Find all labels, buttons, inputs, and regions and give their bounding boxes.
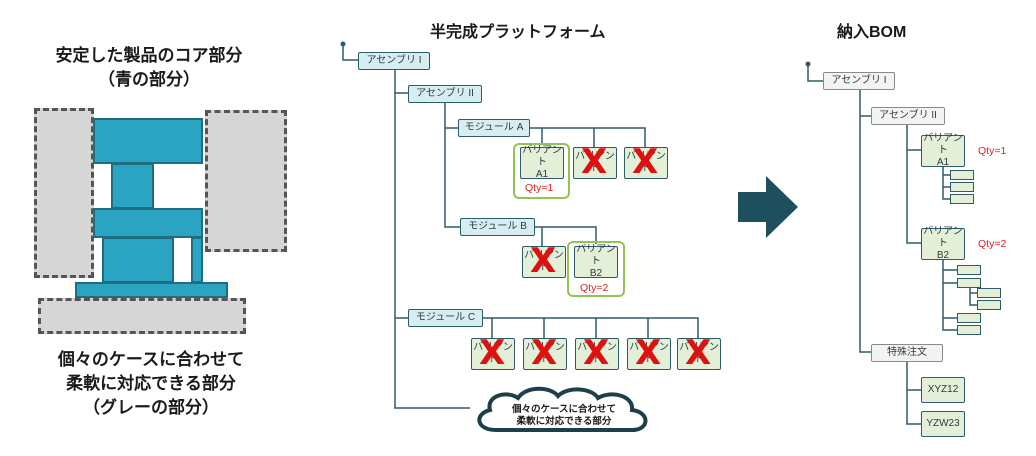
flexible-cloud-icon — [477, 386, 648, 432]
platform-title: 半完成プラットフォーム — [430, 24, 606, 41]
core-title-line2: （青の部分） — [98, 70, 200, 89]
bom-variant-a1-label: バリアント — [923, 133, 963, 156]
variant-b2-node[interactable]: バリアント B2 — [574, 244, 618, 279]
flexible-part-right — [205, 110, 287, 252]
bom-part-node[interactable] — [957, 313, 981, 323]
bom-variant-b2-node[interactable]: バリアント B2 — [921, 226, 965, 261]
bom-part-node[interactable] — [950, 170, 974, 180]
bom-variant-a1-code: A1 — [936, 157, 950, 168]
bom-part-node[interactable] — [977, 300, 1001, 310]
excluded-cross-icon: X — [632, 142, 659, 182]
bom-variant-b2-label: バリアント — [923, 226, 963, 249]
variant-a2-node[interactable]: バリアント — [573, 147, 617, 179]
variant-c5-node[interactable]: バリアント — [677, 338, 721, 370]
bom-part-node[interactable] — [957, 265, 981, 275]
selected-highlight-a1 — [513, 143, 570, 199]
special-order-node[interactable]: 特殊注文 — [871, 344, 943, 362]
flexible-caption: 個々のケースに合わせて 柔軟に対応できる部分 （グレーの部分） — [20, 348, 282, 420]
variant-a1-code: A1 — [535, 169, 549, 180]
assembly-1-node[interactable]: アセンブリ I — [358, 52, 430, 70]
excluded-cross-icon: X — [531, 333, 558, 373]
variant-a1-node[interactable]: バリアント A1 — [520, 145, 564, 180]
excluded-cross-icon: X — [583, 333, 610, 373]
variant-c2-node[interactable]: バリアント — [523, 338, 567, 370]
variant-b2-code: B2 — [589, 268, 603, 279]
flexible-caption-line1: 個々のケースに合わせて — [57, 350, 245, 369]
variant-a1-label: バリアント — [522, 145, 562, 168]
bom-variant-a1-qty: Qty=1 — [978, 145, 1007, 157]
module-b-node[interactable]: モジュール B — [460, 218, 535, 236]
bom-variant-b2-qty: Qty=2 — [978, 238, 1007, 250]
flexible-caption-line2: 柔軟に対応できる部分 — [66, 374, 236, 393]
bom-assembly-2-node[interactable]: アセンブリ II — [871, 107, 945, 125]
selected-highlight-b2 — [567, 241, 625, 297]
variant-b2-qty: Qty=2 — [580, 282, 609, 294]
yzw23-node[interactable]: YZW23 — [921, 411, 965, 437]
bom-part-node[interactable] — [950, 182, 974, 192]
delivery-bom-title: 納入BOM — [837, 24, 907, 41]
xyz12-node[interactable]: XYZ12 — [921, 377, 965, 403]
cloud-caption-line1: 個々のケースに合わせて — [511, 404, 617, 415]
assembly-2-node[interactable]: アセンブリ II — [408, 85, 482, 103]
excluded-cross-icon: X — [530, 241, 557, 281]
bom-part-node[interactable] — [957, 325, 981, 335]
flexible-part-left — [34, 108, 94, 278]
variant-c1-node[interactable]: バリアント — [471, 338, 515, 370]
variant-b1-node[interactable]: バリアント — [522, 246, 566, 278]
cloud-caption-line2: 柔軟に対応できる部分 — [516, 416, 612, 427]
bom-part-node[interactable] — [950, 194, 974, 204]
excluded-cross-icon: X — [581, 142, 608, 182]
core-block-base — [75, 282, 228, 298]
module-a-node[interactable]: モジュール A — [458, 119, 530, 137]
bom-part-node[interactable] — [977, 288, 1001, 298]
cloud-caption: 個々のケースに合わせて 柔軟に対応できる部分 — [498, 404, 630, 428]
bom-part-node[interactable] — [957, 278, 981, 288]
core-title: 安定した製品のコア部分 （青の部分） — [20, 44, 278, 92]
excluded-cross-icon: X — [685, 333, 712, 373]
excluded-cross-icon: X — [635, 333, 662, 373]
core-title-line1: 安定した製品のコア部分 — [55, 46, 243, 65]
variant-b2-label: バリアント — [576, 244, 616, 267]
transform-arrow-icon — [738, 176, 798, 238]
flexible-part-bottom — [38, 298, 246, 334]
flexible-caption-line3: （グレーの部分） — [83, 398, 219, 417]
variant-c4-node[interactable]: バリアント — [627, 338, 671, 370]
variant-a1-qty: Qty=1 — [525, 182, 554, 194]
variant-a3-node[interactable]: バリアント — [624, 147, 668, 179]
bom-variant-a1-node[interactable]: バリアント A1 — [921, 133, 965, 168]
bom-assembly-1-node[interactable]: アセンブリ I — [823, 72, 895, 90]
excluded-cross-icon: X — [479, 333, 506, 373]
core-block-lower-left — [102, 237, 174, 283]
module-c-node[interactable]: モジュール C — [408, 309, 483, 327]
bom-variant-b2-code: B2 — [936, 250, 950, 261]
variant-c3-node[interactable]: バリアント — [575, 338, 619, 370]
